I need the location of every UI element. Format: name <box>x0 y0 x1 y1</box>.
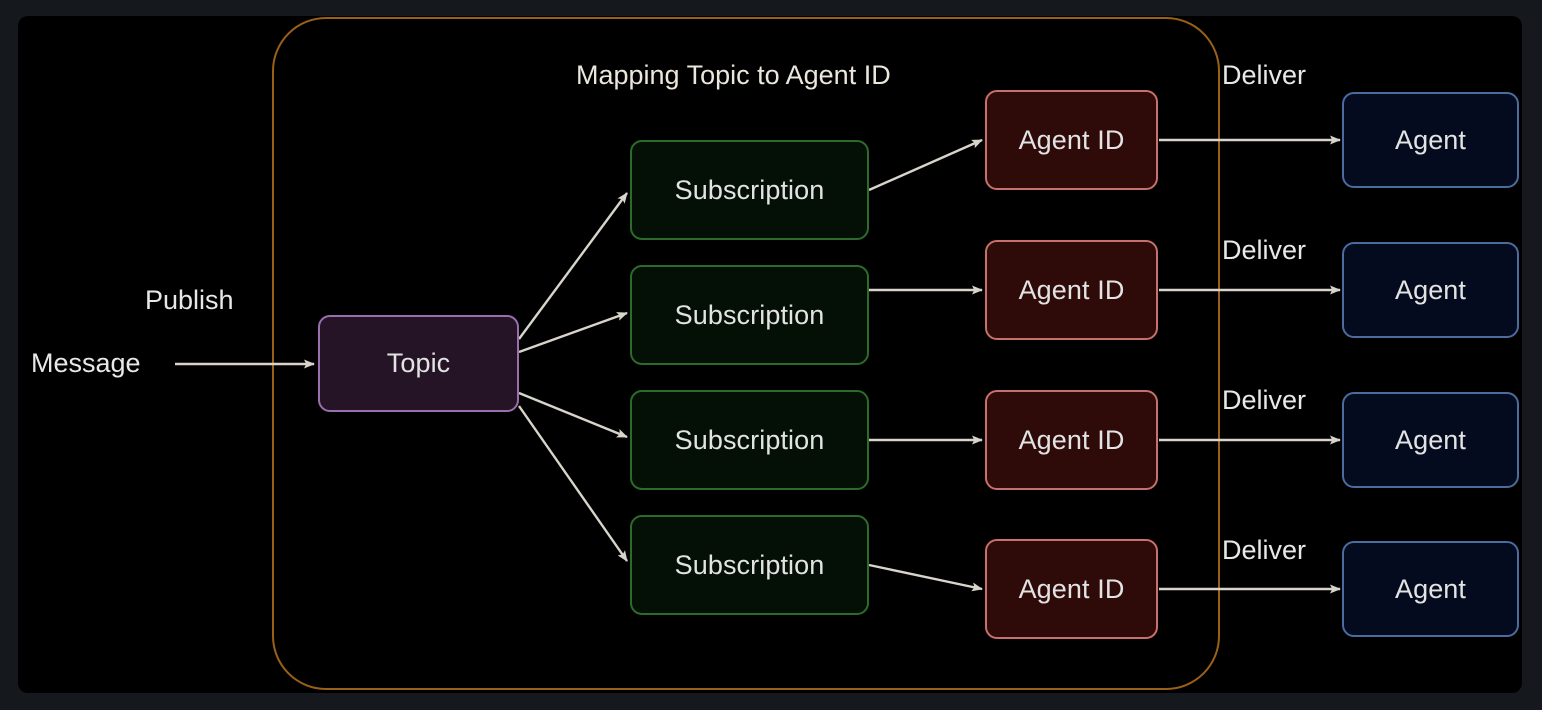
node-agent-2[interactable]: Agent <box>1342 242 1519 338</box>
node-topic-label: Topic <box>386 348 451 378</box>
message-label: Message <box>31 348 141 378</box>
deliver-edge-label-2: Deliver <box>1222 235 1307 265</box>
node-agent-1-label: Agent <box>1394 124 1467 155</box>
node-agent-4[interactable]: Agent <box>1342 541 1519 637</box>
node-agent-1[interactable]: Agent <box>1342 92 1519 188</box>
node-subscription-3-label: Subscription <box>674 424 825 455</box>
node-agent-id-1[interactable]: Agent ID <box>985 90 1158 190</box>
node-subscription-2-label: Subscription <box>674 299 825 330</box>
node-subscription-1-label: Subscription <box>674 174 825 205</box>
deliver-edge-label-4: Deliver <box>1222 535 1307 565</box>
node-agent-4-label: Agent <box>1394 573 1467 604</box>
node-agent-id-2-label: Agent ID <box>1018 274 1125 305</box>
node-agent-id-1-label: Agent ID <box>1018 124 1125 155</box>
node-subscription-3[interactable]: Subscription <box>630 390 869 490</box>
node-subscription-4[interactable]: Subscription <box>630 515 869 615</box>
node-subscription-2[interactable]: Subscription <box>630 265 869 365</box>
node-subscription-1[interactable]: Subscription <box>630 140 869 240</box>
group-title: Mapping Topic to Agent ID <box>576 60 891 90</box>
node-subscription-4-label: Subscription <box>674 549 825 580</box>
publish-edge-label: Publish <box>145 285 234 315</box>
deliver-edge-label-1: Deliver <box>1222 60 1307 90</box>
node-agent-3-label: Agent <box>1394 424 1467 455</box>
node-agent-id-3-label: Agent ID <box>1018 424 1125 455</box>
node-agent-id-3[interactable]: Agent ID <box>985 390 1158 490</box>
node-agent-id-4-label: Agent ID <box>1018 573 1125 604</box>
node-agent-id-4[interactable]: Agent ID <box>985 539 1158 639</box>
node-agent-2-label: Agent <box>1394 274 1467 305</box>
topic-to-agent-id-group <box>272 17 1220 690</box>
node-agent-id-2[interactable]: Agent ID <box>985 240 1158 340</box>
node-topic[interactable]: Topic <box>318 315 519 412</box>
deliver-edge-label-3: Deliver <box>1222 385 1307 415</box>
node-agent-3[interactable]: Agent <box>1342 392 1519 488</box>
